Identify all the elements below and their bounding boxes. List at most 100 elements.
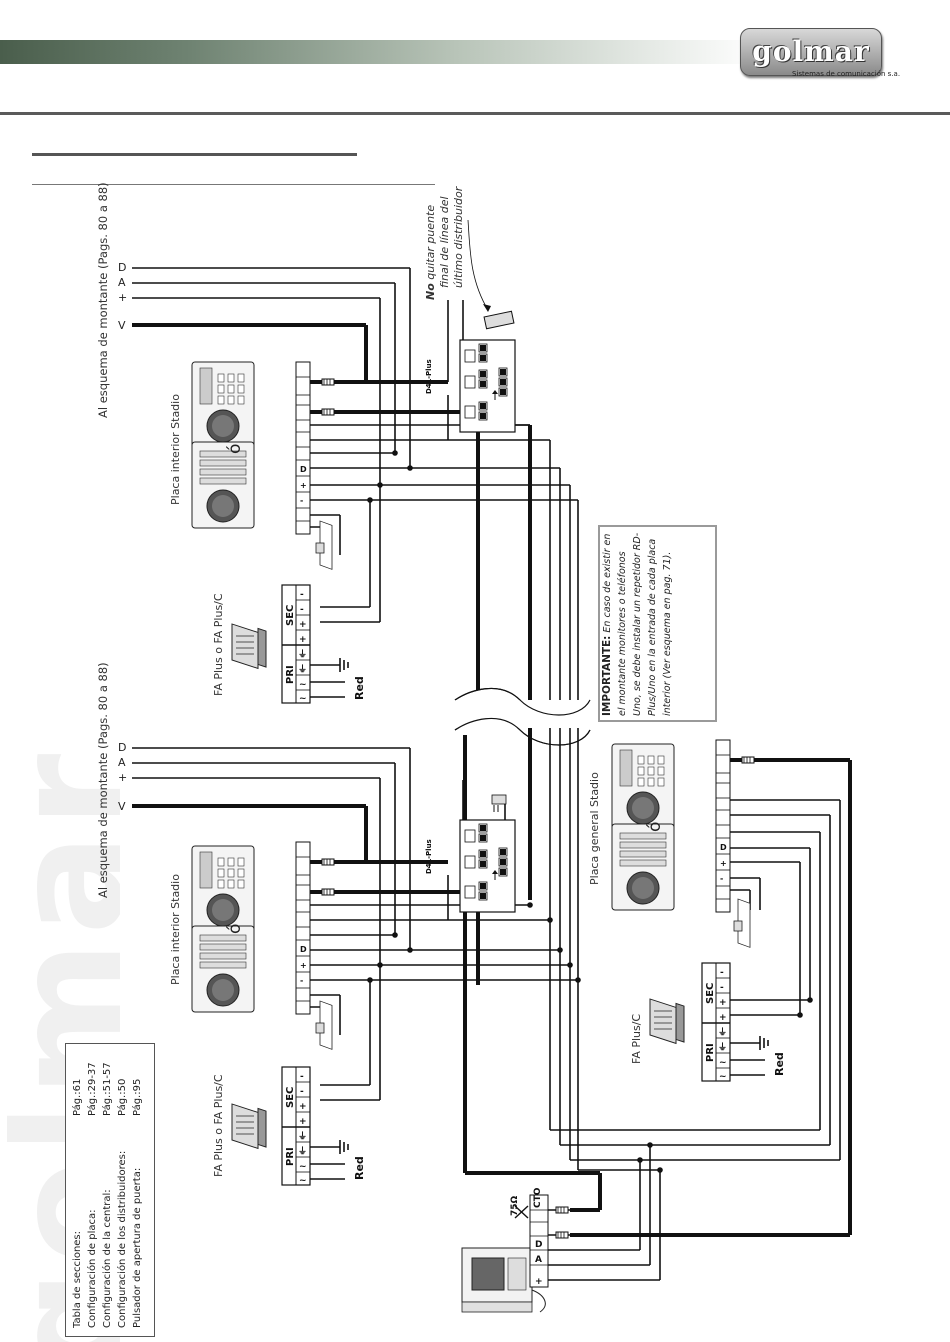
fa-sec-term: + bbox=[299, 1102, 307, 1112]
no-quitar-line-2: final de línea del bbox=[438, 196, 451, 288]
header-rule bbox=[0, 112, 950, 115]
sections-table-inner: Tabla de secciones: Pág.:61 Configuració… bbox=[66, 1044, 154, 1336]
fa-sec-term: - bbox=[300, 605, 304, 615]
fa-sec-term: + bbox=[299, 1117, 307, 1127]
sections-row-page: Pág.:29-37 bbox=[87, 1062, 98, 1116]
important-note-text: IMPORTANTE: En caso de existir en el mon… bbox=[600, 527, 711, 716]
monitor bbox=[461, 1247, 546, 1313]
bus-top-labels: D A + V bbox=[118, 261, 127, 332]
fa-pri-term: ⏚ bbox=[298, 649, 307, 660]
placa-interior-label-bottom: Placa interior Stadio bbox=[169, 874, 182, 985]
sections-row: Configuración de placa: Pág.:29-37 bbox=[87, 1052, 100, 1328]
monitor-term-a: A bbox=[535, 1255, 542, 1265]
golmar-logo: golmar bbox=[740, 28, 882, 76]
placa-term-minus: - bbox=[720, 874, 723, 883]
fa-pri-term: ⏚ bbox=[298, 1146, 307, 1157]
placa-term-minus: - bbox=[300, 976, 303, 985]
bus-label-v: V bbox=[118, 319, 126, 332]
fa-plus-bottom bbox=[231, 1103, 267, 1149]
or-letter: ó bbox=[225, 923, 245, 934]
fa-sec-term: + bbox=[719, 1013, 727, 1023]
placa-term-d: D bbox=[720, 843, 727, 852]
no-quitar-line-3: último distribuidor bbox=[452, 186, 465, 288]
sections-row-label: Configuración de los distribuidores: bbox=[117, 1150, 128, 1328]
fa-sec-term: - bbox=[300, 1072, 304, 1082]
bus-bottom-labels: D A + V bbox=[118, 741, 127, 813]
fa-block-top: - - + + ⏚ ⏚ ~ ~ bbox=[281, 584, 349, 704]
fa-pri-term: ⏚ bbox=[718, 1042, 727, 1053]
cto-label: CTO bbox=[533, 1187, 543, 1208]
wiring-top bbox=[310, 268, 578, 623]
montante-label-bottom: Al esquema de montante (Pags. 80 a 88) bbox=[96, 662, 110, 898]
sections-row-page: Pág.:95 bbox=[132, 1078, 143, 1116]
title-rule bbox=[32, 153, 357, 156]
placa-terminals-bottom: D + - bbox=[295, 841, 311, 1015]
lock-general bbox=[733, 898, 751, 948]
placa-term-plus: + bbox=[300, 961, 307, 970]
sections-table: Tabla de secciones: Pág.:61 Configuració… bbox=[65, 1043, 155, 1337]
placa-term-d: D bbox=[300, 945, 307, 954]
fa-sec-term: + bbox=[299, 635, 307, 645]
subtitle-rule bbox=[32, 184, 435, 185]
bus-label-d: D bbox=[118, 741, 126, 754]
fa-pri-term: ~ bbox=[299, 694, 307, 704]
sec-label: SEC bbox=[285, 1086, 296, 1108]
red-label: Red bbox=[353, 676, 366, 700]
placa-term-plus: + bbox=[300, 481, 307, 490]
montante-label-top: Al esquema de montante (Pags. 80 a 88) bbox=[96, 182, 110, 418]
sections-row: Configuración de la central: Pág.:51-57 bbox=[102, 1052, 115, 1328]
red-label: Red bbox=[353, 1156, 366, 1180]
bus-label-v: V bbox=[118, 800, 126, 813]
bus-label-plus: + bbox=[118, 291, 127, 304]
d4l-label-bottom: D4L-Plus bbox=[425, 839, 433, 874]
placa-terminals-general: D + - bbox=[715, 739, 731, 913]
no-quitar-line-1: quitar puente bbox=[424, 204, 437, 284]
fa-sec-term: + bbox=[299, 620, 307, 630]
fa-pri-term: ~ bbox=[719, 1058, 727, 1068]
sections-row-page: Pág.:61 bbox=[72, 1078, 83, 1116]
fa-block-bottom: - - + + ⏚ ⏚ ~ ~ bbox=[281, 1066, 349, 1186]
important-title: IMPORTANTE: bbox=[601, 635, 613, 716]
d4l-top bbox=[459, 339, 516, 433]
fa-pri-term: ⏚ bbox=[298, 1131, 307, 1142]
logo-text: golmar bbox=[752, 35, 870, 68]
placa-term-minus: - bbox=[300, 496, 303, 505]
lock-bottom bbox=[315, 1000, 333, 1050]
sections-row-page: Pág.:50 bbox=[117, 1078, 128, 1116]
bridge-connector-icon bbox=[467, 219, 515, 330]
or-letter: ó bbox=[225, 443, 245, 454]
d4l-bottom bbox=[459, 819, 516, 913]
junction-dots bbox=[367, 450, 813, 1173]
or-letter: ó bbox=[645, 821, 665, 832]
no-quitar-note: No quitar puente final de línea del últi… bbox=[424, 187, 466, 300]
fa-sec-term: - bbox=[300, 1087, 304, 1097]
sections-row-label: Configuración de placa: bbox=[87, 1209, 98, 1328]
sec-label: SEC bbox=[285, 604, 296, 626]
pri-label: PRI bbox=[285, 1147, 296, 1166]
fa-block-general: - - + + ⏚ ⏚ ~ ~ bbox=[701, 962, 769, 1082]
red-label: Red bbox=[773, 1052, 786, 1076]
fa-pri-term: ~ bbox=[299, 1176, 307, 1186]
bus-label-a: A bbox=[118, 756, 126, 769]
bus-label-d: D bbox=[118, 261, 126, 274]
placa-term-d: D bbox=[300, 465, 307, 474]
fa-sec-term: - bbox=[720, 983, 724, 993]
important-note: IMPORTANTE: En caso de existir en el mon… bbox=[598, 525, 717, 722]
fa-pri-term: ⏚ bbox=[718, 1027, 727, 1038]
fa-plus-label-top: FA Plus o FA Plus/C bbox=[212, 593, 225, 696]
monitor-term-d: D bbox=[535, 1240, 542, 1250]
bus-label-a: A bbox=[118, 276, 126, 289]
placa-terminals-top: D + - bbox=[295, 361, 311, 535]
lock-top bbox=[315, 520, 333, 570]
sections-row-label: Tabla de secciones: bbox=[72, 1230, 83, 1328]
risers bbox=[463, 425, 602, 1212]
bus-top bbox=[132, 267, 410, 327]
fa-pri-term: ~ bbox=[719, 1072, 727, 1082]
logo-tagline: Sistemas de comunicación s.a. bbox=[792, 70, 901, 78]
pri-label: PRI bbox=[705, 1043, 716, 1062]
placa-interior-label-top: Placa interior Stadio bbox=[169, 394, 182, 505]
sections-row: Pulsador de apertura de puerta: Pág.:95 bbox=[132, 1052, 145, 1328]
no-quitar-bold: No bbox=[424, 283, 437, 300]
fa-sec-term: + bbox=[719, 998, 727, 1008]
